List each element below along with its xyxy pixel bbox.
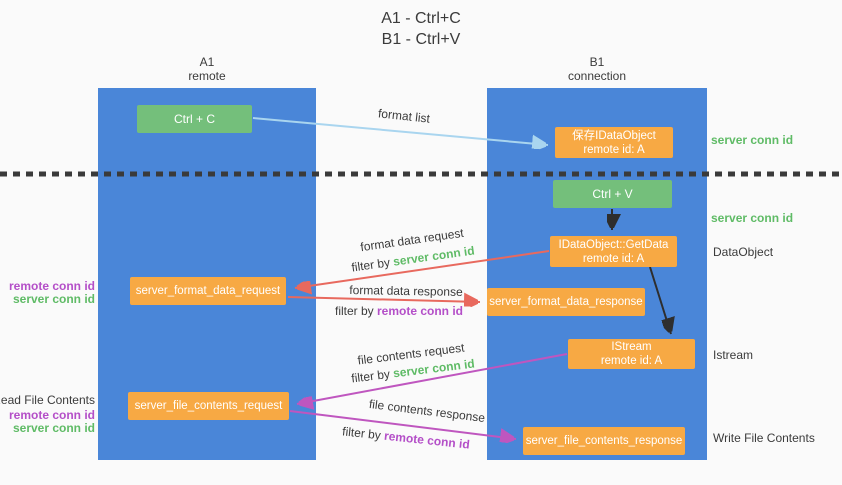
- column-header-a1: A1 remote: [98, 55, 316, 83]
- filter-by-prefix: filter by: [350, 366, 394, 386]
- ctrl-v-label: Ctrl + V: [592, 187, 633, 201]
- save-idataobject-line1: 保存IDataObject: [572, 129, 656, 142]
- idataobject-getdata-line2: remote id: A: [582, 252, 645, 265]
- column-b1-name: B1: [589, 55, 605, 69]
- idataobject-getdata-box: IDataObject::GetData remote id: A: [550, 236, 677, 267]
- server-format-data-response-label: server_format_data_response: [489, 296, 643, 308]
- remote-conn-id-value: remote conn id: [377, 304, 464, 318]
- right-server-conn-id-label-2: server conn id: [711, 211, 794, 225]
- ctrl-c-label: Ctrl + C: [173, 112, 215, 126]
- server-file-contents-response-label: server_file_contents_response: [525, 435, 683, 447]
- left-remote-conn-id-label-2: remote conn id: [8, 408, 95, 422]
- filter-by-remote-conn-id-label-2: filter by remote conn id: [331, 423, 482, 453]
- dataobject-label: DataObject: [713, 245, 774, 259]
- column-a1-role: remote: [188, 69, 226, 83]
- format-list-label: format list: [377, 106, 431, 126]
- title-line-a1: A1 - Ctrl+C: [381, 10, 461, 27]
- idataobject-getdata-line1: IDataObject::GetData: [558, 238, 669, 251]
- column-a1-name: A1: [199, 55, 215, 69]
- istream-line1: IStream: [611, 341, 652, 353]
- filter-by-prefix: filter by: [334, 304, 377, 318]
- istream-side-label: Istream: [713, 348, 754, 362]
- left-server-conn-id-label-2: server conn id: [12, 421, 95, 435]
- server-file-contents-response-box: server_file_contents_response: [523, 427, 685, 455]
- server-format-data-request-box: server_format_data_request: [130, 277, 286, 305]
- column-b1-role: connection: [567, 69, 627, 83]
- left-remote-conn-id-label-1: remote conn id: [8, 279, 95, 293]
- left-server-conn-id-label-1: server conn id: [12, 292, 95, 306]
- istream-line2: remote id: A: [600, 355, 663, 367]
- ctrl-c-box: Ctrl + C: [137, 105, 252, 133]
- filter-by-remote-conn-id-label-1: filter by remote conn id: [324, 304, 474, 318]
- read-file-contents-label: Read File Contents: [0, 393, 95, 407]
- format-data-response-label: format data response: [349, 283, 463, 299]
- diagram-title: A1 - Ctrl+C B1 - Ctrl+V: [0, 8, 842, 50]
- server-format-data-request-label: server_format_data_request: [135, 285, 281, 297]
- save-idataobject-line2: remote id: A: [583, 143, 645, 156]
- right-server-conn-id-label-1: server conn id: [711, 133, 794, 147]
- server-file-contents-request-box: server_file_contents_request: [128, 392, 289, 420]
- write-file-contents-label: Write File Contents: [713, 431, 815, 445]
- ctrl-v-box: Ctrl + V: [553, 180, 672, 208]
- file-contents-response-label: file contents response: [368, 396, 486, 426]
- istream-box: IStream remote id: A: [568, 339, 695, 369]
- save-idataobject-box: 保存IDataObject remote id: A: [555, 127, 673, 158]
- title-line-b1: B1 - Ctrl+V: [381, 31, 461, 48]
- filter-by-prefix: filter by: [350, 254, 395, 275]
- server-file-contents-request-label: server_file_contents_request: [134, 400, 283, 412]
- column-header-b1: B1 connection: [487, 55, 707, 83]
- filter-by-prefix: filter by: [341, 424, 385, 443]
- remote-conn-id-value: remote conn id: [383, 428, 471, 452]
- server-format-data-response-box: server_format_data_response: [487, 288, 645, 316]
